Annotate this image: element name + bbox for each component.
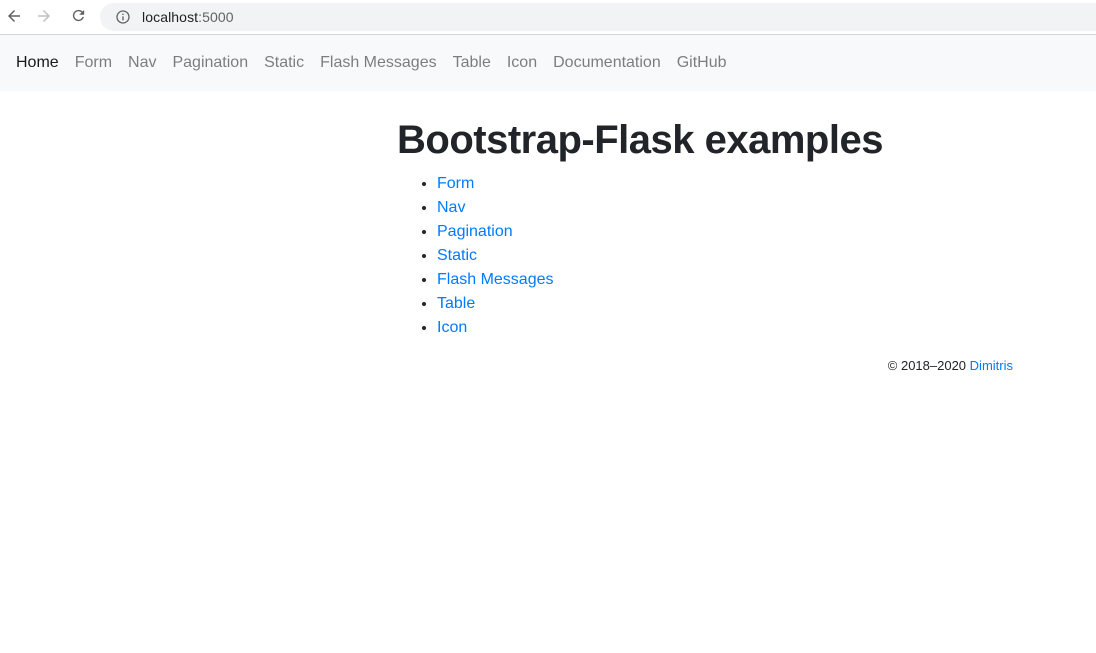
list-item: Flash Messages	[437, 268, 883, 292]
list-item: Form	[437, 172, 883, 196]
list-item: Table	[437, 292, 883, 316]
link-table[interactable]: Table	[437, 295, 476, 312]
url-text: localhost:5000	[142, 9, 234, 25]
refresh-icon	[70, 7, 87, 27]
link-pagination[interactable]: Pagination	[437, 223, 513, 240]
list-item: Nav	[437, 196, 883, 220]
nav-item-documentation[interactable]: Documentation	[553, 54, 661, 71]
forward-button[interactable]	[32, 5, 56, 29]
nav-item-static[interactable]: Static	[264, 54, 305, 71]
page-title: Bootstrap-Flask examples	[397, 118, 883, 162]
nav-item-github[interactable]: GitHub	[676, 54, 727, 71]
refresh-button[interactable]	[66, 5, 90, 29]
page-info-icon[interactable]	[112, 6, 134, 28]
url-host: localhost	[142, 9, 199, 25]
navbar: Home Form Nav Pagination Static Flash Me…	[0, 35, 1096, 91]
url-port: :5000	[198, 9, 234, 25]
copyright-text: © 2018–2020	[887, 358, 967, 373]
nav-item-home[interactable]: Home	[16, 54, 59, 71]
page-footer: © 2018–2020 Dimitris	[0, 358, 1096, 373]
nav-item-pagination[interactable]: Pagination	[172, 54, 249, 71]
link-form[interactable]: Form	[437, 175, 475, 192]
forward-arrow-icon	[35, 7, 53, 28]
back-arrow-icon	[5, 7, 23, 28]
list-item: Static	[437, 244, 883, 268]
back-button[interactable]	[2, 5, 26, 29]
link-flash-messages[interactable]: Flash Messages	[437, 271, 554, 288]
list-item: Pagination	[437, 220, 883, 244]
nav-item-table[interactable]: Table	[452, 54, 491, 71]
link-icon[interactable]: Icon	[437, 319, 468, 336]
nav-item-flash-messages[interactable]: Flash Messages	[320, 54, 437, 71]
nav-item-icon[interactable]: Icon	[506, 54, 538, 71]
main-content: Bootstrap-Flask examples Form Nav Pagina…	[0, 116, 1096, 373]
link-nav[interactable]: Nav	[437, 199, 466, 216]
address-bar[interactable]: localhost:5000	[100, 3, 1096, 31]
author-link[interactable]: Dimitris	[969, 358, 1013, 373]
nav-item-nav[interactable]: Nav	[128, 54, 157, 71]
browser-toolbar: localhost:5000	[0, 0, 1096, 35]
link-static[interactable]: Static	[437, 247, 478, 264]
list-item: Icon	[437, 316, 883, 340]
nav-item-form[interactable]: Form	[74, 54, 113, 71]
examples-list: Form Nav Pagination Static Flash Message…	[397, 172, 883, 340]
